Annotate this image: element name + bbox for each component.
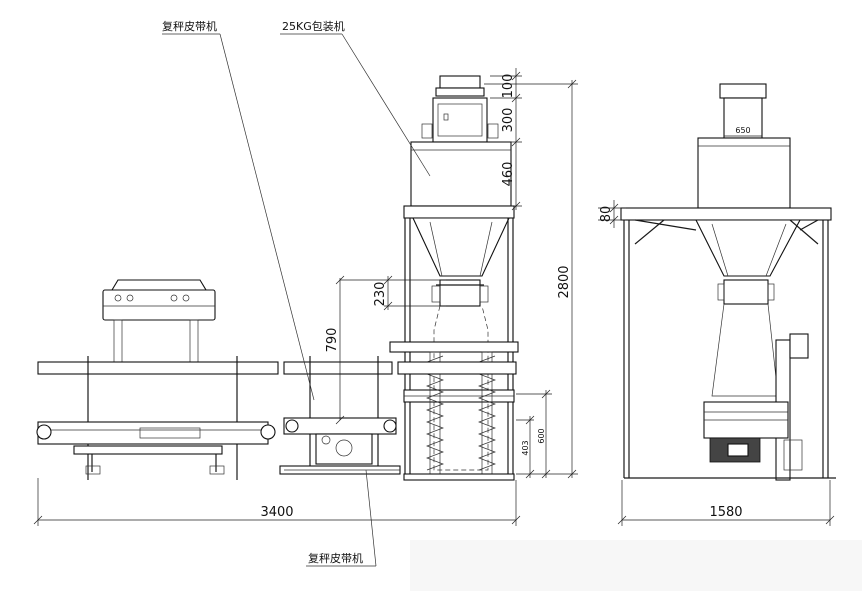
- dimension-tick: [383, 301, 393, 311]
- label-packer: 25KG包装机: [282, 19, 345, 33]
- conveyor-front-view: [36, 279, 517, 480]
- dim-790: 790: [325, 328, 340, 353]
- dimension-tick: [511, 201, 521, 211]
- dimension-tick: [609, 215, 619, 225]
- dim-1580: 1580: [709, 505, 742, 520]
- dimension-tick: [33, 515, 43, 525]
- dimension-tick: [511, 515, 521, 525]
- leader-lines: [162, 33, 431, 567]
- dim-460: 460: [501, 162, 516, 187]
- dimension-tick: [609, 203, 619, 213]
- dim-100: 100: [501, 74, 516, 99]
- dimension-tick: [525, 415, 535, 425]
- dimension-tick: [541, 469, 551, 479]
- label-conveyor-top: 复秤皮带机: [162, 19, 217, 33]
- dimension-tick: [617, 515, 627, 525]
- dimension-tick: [383, 275, 393, 285]
- dimension-tick: [511, 137, 521, 147]
- dimension-tick: [335, 275, 345, 285]
- bellows-zigzag: [426, 355, 444, 471]
- dim-80: 80: [599, 206, 614, 223]
- dimension-tick: [567, 79, 577, 89]
- dimension-ticks: [33, 71, 835, 525]
- dimension-tick: [511, 93, 521, 103]
- side-view: [620, 83, 836, 481]
- dimension-tick: [525, 469, 535, 479]
- dim-230: 230: [373, 282, 388, 307]
- dim-600: 600: [537, 428, 546, 443]
- dim-300: 300: [501, 108, 516, 133]
- dimension-tick: [825, 515, 835, 525]
- scan-background: [410, 540, 862, 591]
- dimension-tick: [335, 415, 345, 425]
- label-conveyor-bottom: 复秤皮带机: [308, 551, 363, 565]
- dimension-lines: [33, 68, 835, 526]
- bellows: [426, 355, 496, 471]
- dimension-tick: [511, 71, 521, 81]
- bellows-zigzag: [478, 355, 496, 471]
- packer-front-view: [389, 75, 519, 481]
- dim-403: 403: [521, 440, 530, 455]
- dim-2800: 2800: [557, 265, 572, 298]
- dim-3400: 3400: [260, 505, 293, 520]
- dim-650: 650: [735, 126, 750, 135]
- dimension-tick: [567, 469, 577, 479]
- dimension-tick: [541, 389, 551, 399]
